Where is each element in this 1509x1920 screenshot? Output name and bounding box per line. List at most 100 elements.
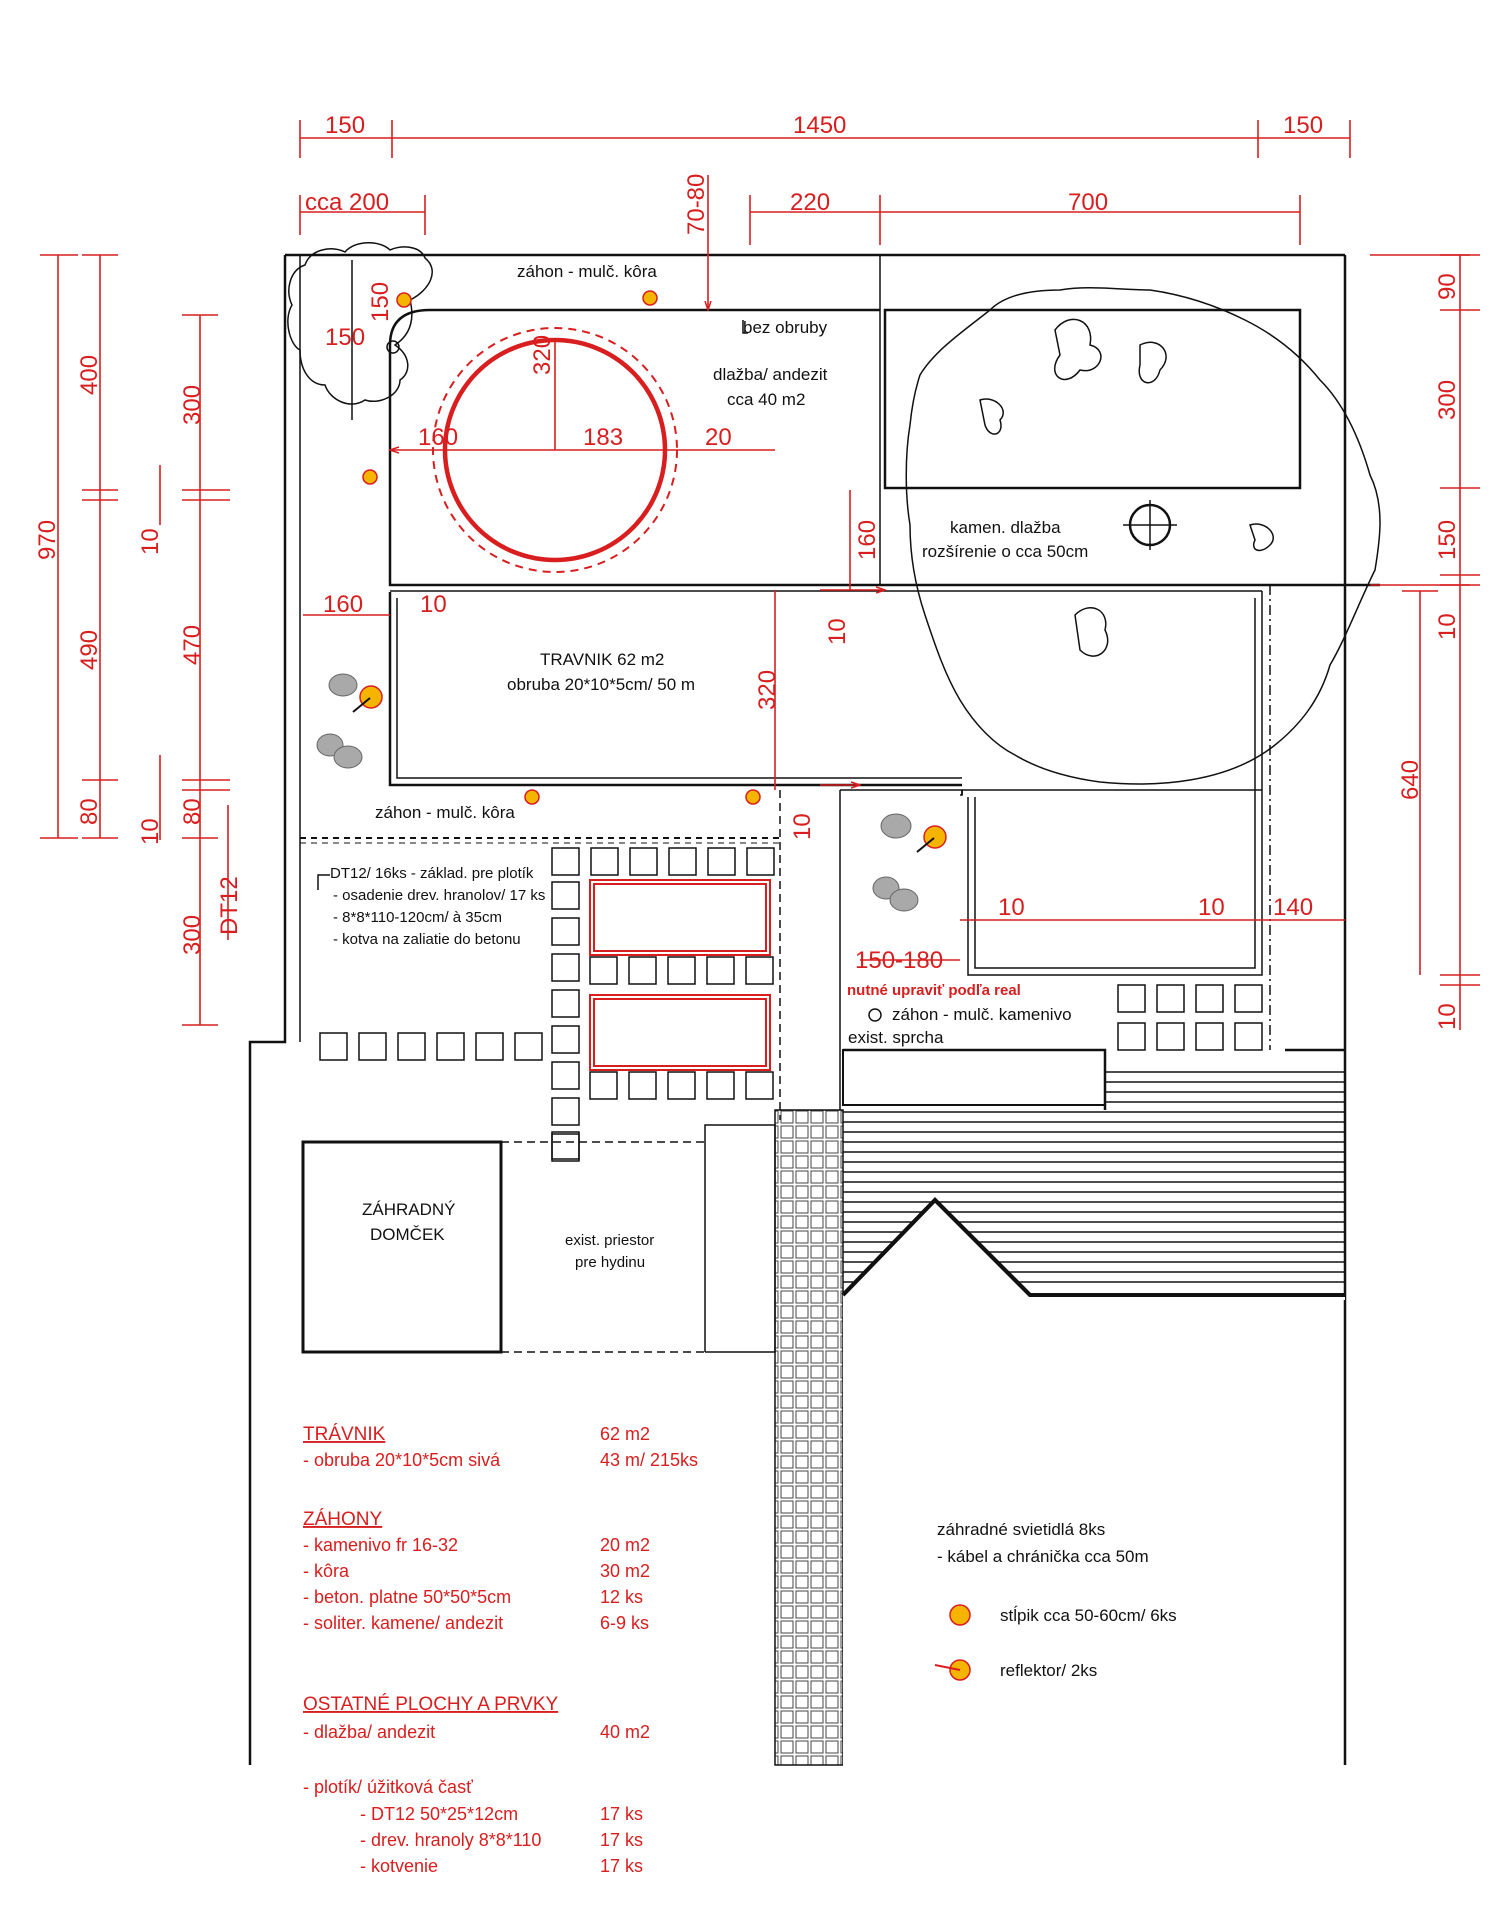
- paving-slab: [551, 847, 580, 876]
- paving-slab: [551, 917, 580, 946]
- legend-lighting: záhradné svietidlá 8ks - kábel a chránič…: [934, 1520, 1177, 1681]
- paving-slab: [668, 847, 697, 876]
- legend-travnik-head: TRÁVNIK: [303, 1424, 386, 1445]
- label-travnik: TRAVNIK 62 m2: [540, 650, 664, 669]
- dim-dt12: DT12: [216, 876, 243, 935]
- paving-slab: [319, 1032, 348, 1061]
- legend-zahony-row: - kôra: [303, 1561, 350, 1581]
- legend-zahony-row: - beton. platne 50*50*5cm: [303, 1587, 511, 1607]
- dim-80-a: 80: [76, 798, 103, 825]
- legend-dlazba-label: - dlažba/ andezit: [303, 1722, 435, 1742]
- post-lamps: [362, 290, 761, 805]
- dim-10-lawn-bottom: 10: [789, 813, 816, 840]
- legend-svietidla: záhradné svietidlá 8ks: [937, 1520, 1105, 1539]
- dim-300-left: 300: [179, 385, 206, 425]
- house-area: [843, 1296, 1343, 1766]
- deck-step: [842, 1049, 1106, 1106]
- dim-140: 140: [1273, 894, 1313, 921]
- paving-slab: [628, 956, 657, 985]
- large-tree-canopy: [905, 287, 1381, 785]
- legend-zahony-row: - soliter. kamene/ andezit: [303, 1613, 503, 1633]
- paving-slab: [551, 1131, 580, 1160]
- dim-640: 640: [1397, 760, 1424, 800]
- dim-10-a: 10: [137, 528, 164, 555]
- house-outline: [841, 1048, 1345, 1297]
- legend-zahony-value: 12 ks: [600, 1587, 643, 1607]
- legend-zahony-head: ZÁHONY: [303, 1509, 383, 1530]
- dim-150-180: 150-180: [855, 947, 943, 974]
- post-lamp-symbol-icon: [949, 1604, 971, 1626]
- dim-160-mid: 160: [854, 520, 881, 560]
- legend-obruba-value: 43 m/ 215ks: [600, 1450, 698, 1470]
- label-kamen-dlazba: kamen. dlažba: [950, 518, 1061, 537]
- legend-zahony-value: 6-9 ks: [600, 1613, 649, 1633]
- paving-slab: [629, 847, 658, 876]
- label-dt12-title: DT12/ 16ks - základ. pre plotík: [330, 865, 534, 882]
- paving-slab: [745, 956, 774, 985]
- stepping-stones: [319, 847, 775, 1162]
- label-zahon-kora-mid: záhon - mulč. kôra: [375, 803, 515, 822]
- dim-70-80: 70-80: [683, 174, 710, 235]
- label-exist-sprcha: exist. sprcha: [848, 1028, 944, 1047]
- concrete-slab: [1195, 984, 1224, 1013]
- concrete-slab: [1117, 984, 1146, 1013]
- lawn-area: [388, 585, 1271, 1050]
- paving-slab: [746, 847, 775, 876]
- label-obruba: obruba 20*10*5cm/ 50 m: [507, 675, 695, 694]
- dim-490: 490: [76, 630, 103, 670]
- label-shed-2: DOMČEK: [370, 1225, 445, 1244]
- legend-plotik-value: 17 ks: [600, 1804, 643, 1824]
- legend-obruba-label: - obruba 20*10*5cm sivá: [303, 1450, 501, 1470]
- legend-zahony-value: 20 m2: [600, 1535, 650, 1555]
- label-bez-obruby: bez obruby: [743, 318, 828, 337]
- dim-10-side: 10: [420, 591, 447, 618]
- label-dlazba: dlažba/ andezit: [713, 365, 828, 384]
- dim-320-circle: 320: [529, 335, 556, 375]
- concrete-slab: [1234, 1022, 1263, 1051]
- dim-10-b: 10: [137, 818, 164, 845]
- dim-150-right: 150: [1434, 520, 1461, 560]
- legend-plotik-value: 17 ks: [600, 1830, 643, 1850]
- dim-150-tree-v: 150: [367, 282, 394, 322]
- tiled-walkway: [774, 1109, 844, 1766]
- paving-slab: [589, 956, 618, 985]
- dim-20: 20: [705, 424, 732, 451]
- legend-zahony-value: 30 m2: [600, 1561, 650, 1581]
- legend-plotik-row: - kotvenie: [360, 1856, 438, 1876]
- dim-320-lawn: 320: [754, 670, 781, 710]
- dim-470: 470: [179, 625, 206, 665]
- legend-plotik-value: 17 ks: [600, 1856, 643, 1876]
- dim-150-tree: 150: [325, 324, 365, 351]
- dim-700: 700: [1068, 189, 1108, 216]
- legend-zahony-row: - kamenivo fr 16-32: [303, 1535, 458, 1555]
- label-priestor-2: pre hydinu: [575, 1254, 645, 1271]
- label-rozsirenie: rozšírenie o cca 50cm: [922, 542, 1088, 561]
- dim-top-150-right: 150: [1283, 112, 1323, 139]
- dim-160-circle: 160: [418, 424, 458, 451]
- dim-10-mid: 10: [824, 618, 851, 645]
- raised-bed: [589, 994, 771, 1071]
- dim-220: 220: [790, 189, 830, 216]
- plan-labels: záhon - mulč. kôra bez obruby dlažba/ an…: [330, 262, 1088, 1271]
- legend-stlpik: stĺpik cca 50-60cm/ 6ks: [1000, 1606, 1177, 1625]
- legend-dlazba-value: 40 m2: [600, 1722, 650, 1742]
- dim-400: 400: [76, 355, 103, 395]
- dim-top-1450: 1450: [793, 112, 846, 139]
- concrete-slab: [1156, 984, 1185, 1013]
- paving-slab: [706, 956, 735, 985]
- paving-slab: [628, 1071, 657, 1100]
- concrete-slab: [1195, 1022, 1224, 1051]
- paving-slab: [551, 953, 580, 982]
- dim-top-150-left: 150: [325, 112, 365, 139]
- concrete-slab: [1117, 1022, 1146, 1051]
- dimension-lines: [40, 120, 1480, 1030]
- concrete-slab: [1156, 1022, 1185, 1051]
- paving-slab: [707, 847, 736, 876]
- paving-slab: [551, 1097, 580, 1126]
- paving-slab: [589, 1071, 618, 1100]
- paving-slab: [358, 1032, 387, 1061]
- legend-plotik-row: - DT12 50*25*12cm: [360, 1804, 518, 1824]
- legend-quantities: TRÁVNIK 62 m2 - obruba 20*10*5cm sivá 43…: [303, 1424, 698, 1876]
- label-dt12-line1: - osadenie drev. hranolov/ 17 ks: [333, 887, 545, 904]
- dim-300-right: 300: [1434, 380, 1461, 420]
